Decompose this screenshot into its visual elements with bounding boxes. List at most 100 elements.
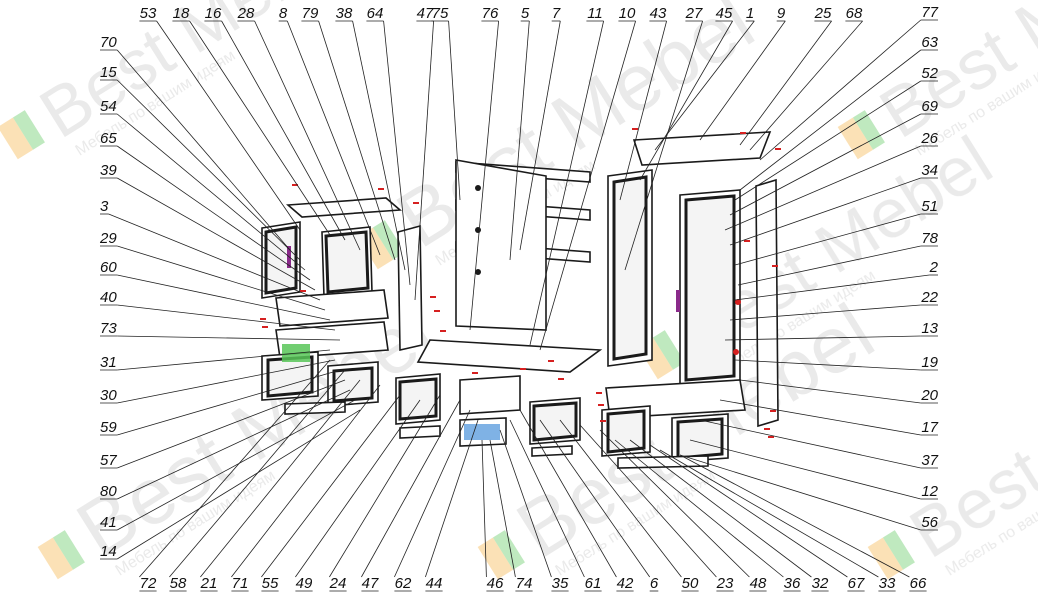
callout-bottom-1: 58 [170, 575, 187, 592]
leader-line [739, 379, 921, 404]
callout-left-12: 59 [100, 419, 117, 436]
callout-top-4: 8 [279, 5, 288, 22]
callout-right-11: 19 [921, 354, 938, 371]
callout-top-16: 27 [685, 5, 703, 22]
callout-top-10: 76 [482, 5, 499, 22]
leader-line [654, 20, 755, 151]
callout-left-5: 3 [100, 198, 109, 215]
callout-bottom-20: 32 [812, 575, 829, 592]
callout-bottom-21: 67 [848, 575, 865, 592]
leader-line [724, 145, 921, 231]
fitting-marker [413, 202, 419, 204]
callout-bottom-4: 55 [262, 575, 279, 592]
callout-bottom-23: 66 [910, 575, 927, 592]
leader-line [689, 439, 921, 500]
fitting-marker [600, 420, 606, 422]
callout-bottom-10: 46 [487, 575, 504, 592]
callout-right-5: 34 [921, 162, 938, 179]
leader-line [117, 304, 336, 331]
callout-left-8: 40 [100, 289, 117, 306]
leader-line [629, 439, 812, 578]
leader-line [499, 429, 552, 578]
hardware-fittings [260, 128, 781, 438]
fitting-marker [772, 265, 778, 267]
leader-line [383, 20, 411, 286]
callout-right-14: 37 [921, 452, 938, 469]
leader-line [649, 444, 848, 578]
leader-line [624, 20, 703, 271]
callout-bottom-15: 6 [650, 575, 659, 592]
fitting-marker [292, 184, 298, 186]
leader-line [679, 454, 921, 531]
leader-line [469, 20, 499, 331]
callout-top-7: 64 [367, 5, 384, 22]
callout-top-13: 11 [587, 5, 603, 22]
fitting-marker [440, 330, 446, 332]
leader-line [519, 20, 561, 251]
right-cabinet [601, 131, 779, 469]
leader-line [734, 274, 930, 301]
leader-line [539, 419, 651, 578]
fitting-marker [262, 326, 268, 328]
fitting-marker [632, 128, 638, 130]
callout-bottom-18: 48 [750, 575, 767, 592]
callout-top-20: 25 [814, 5, 832, 22]
leader-line [117, 389, 351, 500]
leader-line [529, 20, 604, 346]
callout-bottom-0: 72 [140, 575, 157, 592]
callout-top-5: 79 [302, 5, 319, 22]
fitting-marker [558, 378, 564, 380]
callout-top-18: 1 [746, 5, 754, 22]
leader-line [117, 177, 316, 291]
fitting-marker [744, 240, 750, 242]
callout-right-9: 22 [920, 289, 938, 306]
callout-top-1: 18 [173, 5, 190, 22]
leader-line [116, 409, 361, 560]
leader-line [117, 335, 341, 341]
callout-right-3: 69 [921, 98, 938, 115]
leader-line [729, 304, 921, 321]
callout-bottom-19: 36 [784, 575, 801, 592]
callout-bottom-7: 47 [362, 575, 379, 592]
callout-right-0: 77 [921, 4, 938, 21]
callout-top-3: 28 [237, 5, 255, 22]
callout-right-7: 78 [921, 230, 938, 247]
leader-line [117, 359, 336, 404]
leader-line [117, 369, 341, 436]
callout-top-15: 43 [650, 5, 667, 22]
leader-line [448, 20, 461, 201]
callout-bottom-8: 62 [395, 575, 412, 592]
leader-line [117, 274, 331, 321]
leader-line [719, 399, 921, 436]
leader-line [108, 213, 321, 301]
fitting-marker [770, 410, 776, 412]
leader-line [699, 20, 786, 141]
callout-top-9: 75 [432, 5, 449, 22]
fitting-marker [520, 368, 526, 370]
fitting-marker [598, 404, 604, 406]
leader-line [295, 399, 421, 578]
leader-line [724, 335, 921, 341]
callout-right-8: 2 [929, 259, 939, 276]
fitting-marker [260, 318, 266, 320]
leader-line [749, 20, 863, 151]
callout-left-6: 29 [99, 230, 117, 247]
watermark-brand: Best Mebel [62, 287, 449, 575]
callout-left-13: 57 [100, 452, 117, 469]
callout-top-11: 5 [521, 5, 530, 22]
leader-line [734, 80, 922, 201]
leader-line [116, 49, 291, 251]
callout-right-1: 63 [921, 34, 938, 51]
callout-left-14: 80 [100, 483, 117, 500]
callout-bottom-5: 49 [296, 575, 313, 592]
callout-top-12: 7 [552, 5, 561, 22]
leader-line [579, 424, 717, 578]
leader-line [739, 49, 922, 191]
leader-line [759, 19, 922, 161]
leader-line [117, 399, 356, 531]
callout-bottom-16: 50 [682, 575, 699, 592]
callout-top-14: 10 [619, 5, 636, 22]
fitting-marker [768, 436, 774, 438]
callout-right-15: 12 [921, 483, 938, 500]
